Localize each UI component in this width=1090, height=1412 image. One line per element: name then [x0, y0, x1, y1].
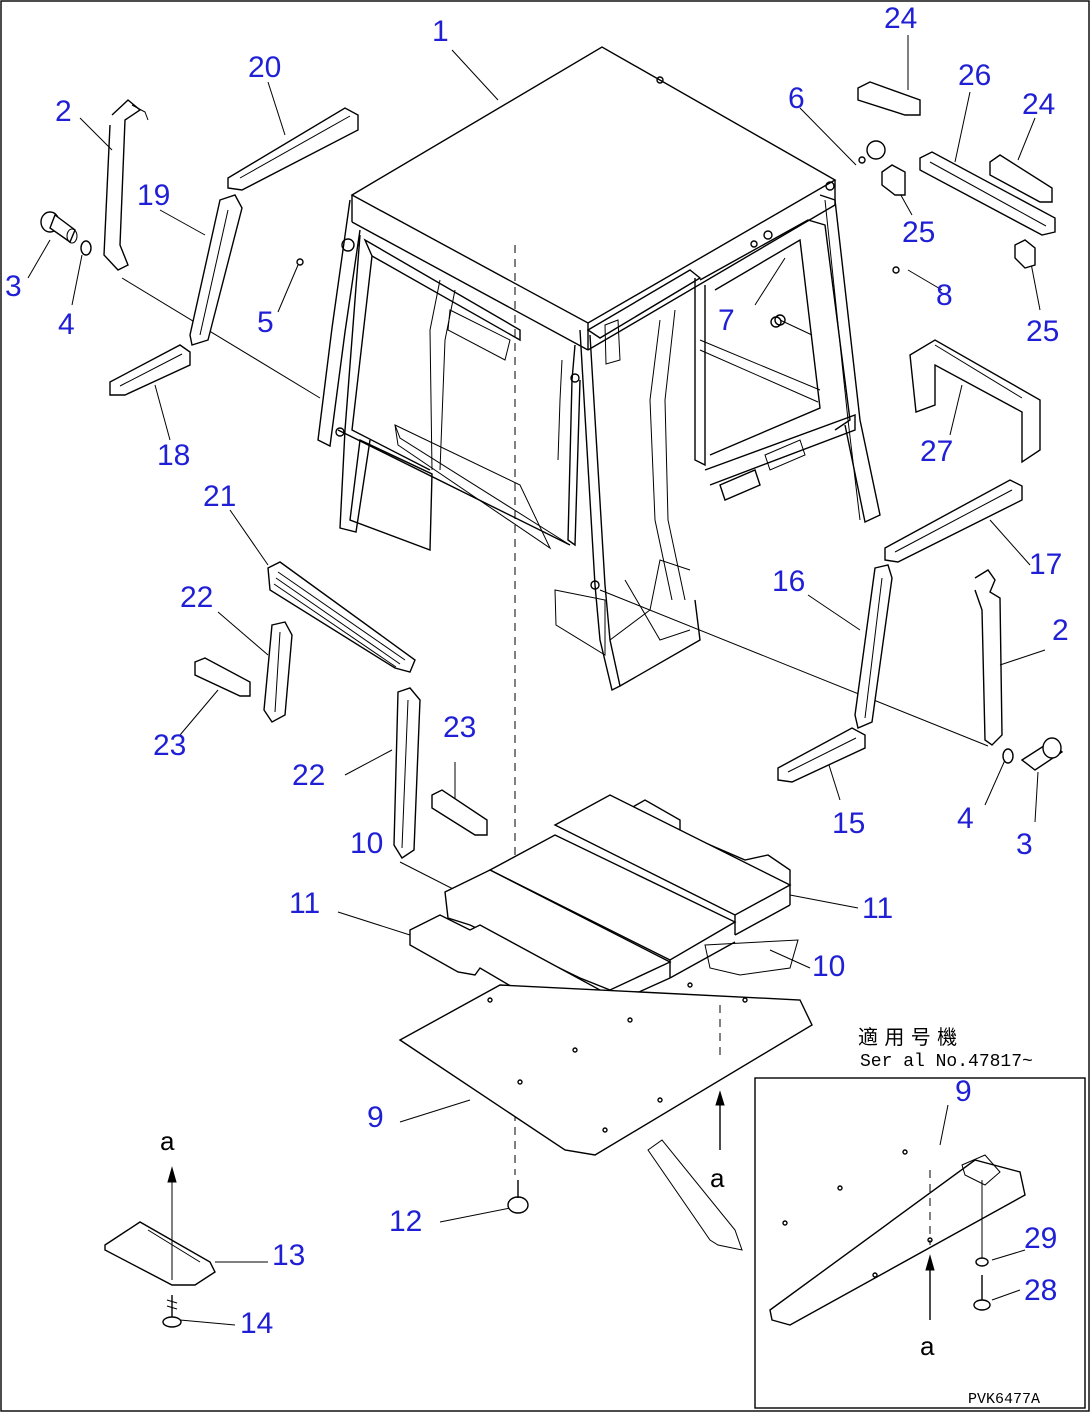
callout-14: 14: [240, 1307, 274, 1340]
callout-5: 5: [257, 306, 274, 339]
leader-lines: [27, 35, 1046, 1326]
callout-8: 8: [936, 279, 953, 312]
view-marker-a-center: a: [710, 1163, 725, 1193]
cap-25-right: [1014, 239, 1036, 269]
trim-24-right: [989, 154, 1053, 203]
screw-5: [296, 258, 304, 266]
clip-12: [507, 1180, 529, 1214]
trim-20: [227, 107, 359, 191]
left-trim-parts: [40, 99, 488, 859]
drawing-code: PVK6477A: [968, 1391, 1041, 1408]
trim-24-upper: [857, 81, 921, 116]
bolt-left: [40, 211, 78, 244]
trim-23-upper: [194, 657, 251, 697]
callout-11-right: 11: [862, 892, 894, 925]
floor-plate-9: [398, 982, 813, 1156]
callout-9: 9: [367, 1101, 384, 1134]
callout-19: 19: [137, 179, 171, 212]
callout-24-upper: 24: [884, 2, 918, 35]
inset-serial: Ser al No.47817~: [860, 1052, 1033, 1072]
handle-27: [909, 339, 1041, 464]
inset-detail: [754, 1077, 1086, 1409]
callout-18: 18: [157, 439, 191, 472]
callout-22-upper: 22: [180, 581, 214, 614]
trim-19: [189, 194, 243, 346]
view-arrow-upper: [168, 1168, 176, 1182]
inset-title: 適 用 号 機: [858, 1025, 958, 1049]
nut-6: [858, 140, 886, 164]
callout-26: 26: [958, 59, 992, 92]
callout-23-left: 23: [153, 729, 187, 762]
callout-21: 21: [203, 480, 237, 513]
callout-3-right: 3: [1016, 828, 1033, 861]
bolt-right: [1020, 737, 1064, 771]
callout-9-inset: 9: [955, 1075, 972, 1108]
bracket-right: [974, 569, 1003, 746]
callout-10-left: 10: [350, 827, 384, 860]
callout-2-right: 2: [1052, 614, 1069, 647]
callout-6: 6: [788, 82, 805, 115]
mat-10-front: [444, 869, 672, 991]
inset-arrow: [647, 1139, 743, 1251]
callout-3-left: 3: [5, 270, 22, 303]
screw-8: [892, 266, 900, 274]
callout-24-right: 24: [1022, 88, 1056, 121]
callout-23-right: 23: [443, 711, 477, 744]
cab-roof: [350, 46, 837, 324]
callout-16: 16: [772, 565, 806, 598]
callout-15: 15: [832, 807, 866, 840]
callout-27: 27: [920, 435, 954, 468]
cap-25-upper: [881, 164, 906, 196]
bracket-left: [103, 99, 142, 271]
callout-22-lower: 22: [292, 759, 326, 792]
callout-1: 1: [432, 15, 449, 48]
callout-10-right: 10: [812, 950, 846, 983]
plate-21: [267, 561, 416, 673]
view-marker-a-inset: a: [920, 1331, 935, 1361]
trim-22-lower: [393, 687, 421, 859]
mat-10-middle: [488, 834, 737, 961]
trim-23-lower: [431, 789, 488, 836]
callout-25-upper: 25: [902, 216, 936, 249]
bracket-13: [104, 1166, 216, 1286]
callout-29: 29: [1024, 1222, 1058, 1255]
bolt-14: [162, 1295, 182, 1328]
callout-11-left: 11: [289, 887, 321, 920]
callout-28: 28: [1024, 1274, 1058, 1307]
callout-13: 13: [272, 1239, 306, 1272]
cab-assembly: [317, 46, 881, 692]
callout-7: 7: [718, 304, 735, 337]
view-marker-a-left: a: [160, 1126, 175, 1156]
washer-right: [1002, 748, 1014, 764]
callout-4-right: 4: [957, 802, 974, 835]
part-7: [770, 316, 782, 328]
washer-left: [80, 240, 92, 256]
callout-12: 12: [389, 1205, 423, 1238]
callout-2-left: 2: [55, 95, 72, 128]
callout-17: 17: [1029, 548, 1063, 581]
callout-4-left: 4: [58, 308, 75, 341]
callout-20: 20: [248, 51, 282, 84]
mat-10-right: [704, 939, 799, 976]
right-trim-parts: [770, 81, 1064, 783]
floor-mats: [409, 794, 799, 1023]
callout-25-right: 25: [1026, 315, 1060, 348]
